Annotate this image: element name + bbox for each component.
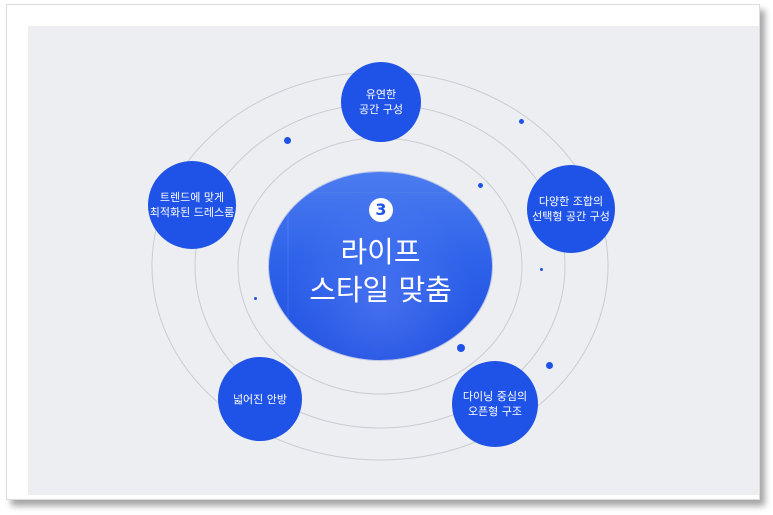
orbit-dot xyxy=(254,297,257,300)
orbit-dot xyxy=(540,268,543,271)
diagram-canvas: 3 라이프 스타일 맞춤 유연한 공간 구성 다양한 조합의 선택형 공간 구성… xyxy=(28,26,759,495)
step-number-badge: 3 xyxy=(369,198,393,222)
node-dressing-room: 트렌드에 맞게 최적화된 드레스룸 xyxy=(148,161,236,249)
node-selectable-layout: 다양한 조합의 선택형 공간 구성 xyxy=(527,165,615,253)
orbit-dot xyxy=(546,362,553,369)
node-label-line-2: 선택형 공간 구성 xyxy=(532,210,610,223)
node-wider-master-bedroom: 넓어진 안방 xyxy=(218,357,302,441)
orbit-dot xyxy=(284,137,291,144)
node-label-line-2: 오픈형 구조 xyxy=(467,405,523,418)
slide-frame: 3 라이프 스타일 맞춤 유연한 공간 구성 다양한 조합의 선택형 공간 구성… xyxy=(6,4,760,500)
orbit-dot xyxy=(519,119,524,124)
node-open-dining: 다이닝 중심의 오픈형 구조 xyxy=(452,361,538,447)
orbit-dot xyxy=(457,344,465,352)
node-label-line-1: 넓어진 안방 xyxy=(232,392,288,406)
orbit-dot xyxy=(478,183,483,188)
node-label-line-1: 트렌드에 맞게 xyxy=(159,191,225,204)
node-label-line-1: 다양한 조합의 xyxy=(538,195,604,208)
node-label-line-2: 최적화된 드레스룸 xyxy=(149,206,235,219)
center-hub: 3 라이프 스타일 맞춤 xyxy=(269,172,492,360)
node-flexible-space: 유연한 공간 구성 xyxy=(341,62,421,142)
center-title-line-2: 스타일 맞춤 xyxy=(309,273,452,307)
node-label-line-1: 유연한 xyxy=(365,88,397,101)
node-label-line-2: 공간 구성 xyxy=(359,103,403,116)
center-title-line-1: 라이프 xyxy=(340,235,421,269)
node-label-line-1: 다이닝 중심의 xyxy=(462,390,528,403)
